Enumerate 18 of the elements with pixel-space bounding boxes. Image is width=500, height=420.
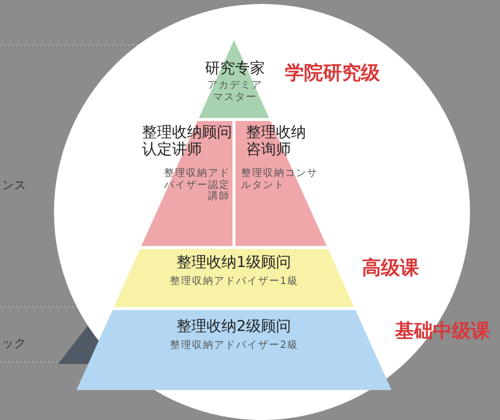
course-level-label: 基础中级课 — [395, 319, 490, 344]
course-level-label: 高级课 — [362, 256, 419, 281]
tier-title: 整理收纳顾问认定讲师 — [142, 124, 232, 158]
tier-title: 整理收纳咨询师 — [246, 124, 307, 158]
tier-subtitle: 整理収納アドバイザー2級 — [170, 340, 298, 352]
background-text: ンス — [2, 177, 26, 194]
pyramid-tier — [77, 310, 391, 390]
tier-title: 整理收纳2级顾问 — [176, 318, 292, 336]
tier-title: 整理收纳1级顾问 — [176, 254, 292, 272]
pyramid-tier — [198, 40, 271, 118]
tier-subtitle: 整理収納アドバイザー1級 — [170, 276, 298, 288]
pyramid-tier — [141, 121, 232, 246]
pyramid-tier — [236, 121, 327, 246]
background-text: ック — [2, 335, 26, 352]
tier-subtitle: 整理収納コンサルタント — [241, 168, 319, 191]
tier-title: 研究专家 — [205, 60, 265, 78]
tier-subtitle: アカデミアマスター — [207, 80, 263, 103]
course-level-label: 学院研究级 — [285, 61, 380, 86]
